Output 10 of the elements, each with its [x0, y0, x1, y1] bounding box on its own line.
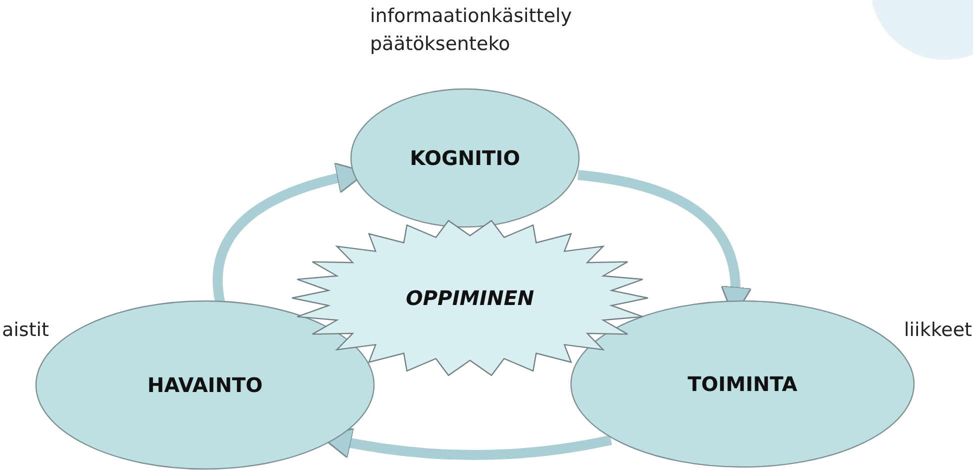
- starburst-shape: [290, 218, 650, 378]
- node-label: KOGNITIO: [410, 145, 520, 172]
- node-label: OPPIMINEN: [406, 285, 534, 312]
- ellipse-node: [350, 88, 580, 228]
- side-note: informaationkäsittely: [370, 4, 572, 29]
- side-note: liikkeet: [904, 318, 972, 343]
- node-label: TOIMINTA: [688, 371, 798, 398]
- side-note: päätöksenteko: [370, 32, 510, 57]
- side-note: aistit: [2, 318, 49, 343]
- node-label: HAVAINTO: [147, 372, 263, 399]
